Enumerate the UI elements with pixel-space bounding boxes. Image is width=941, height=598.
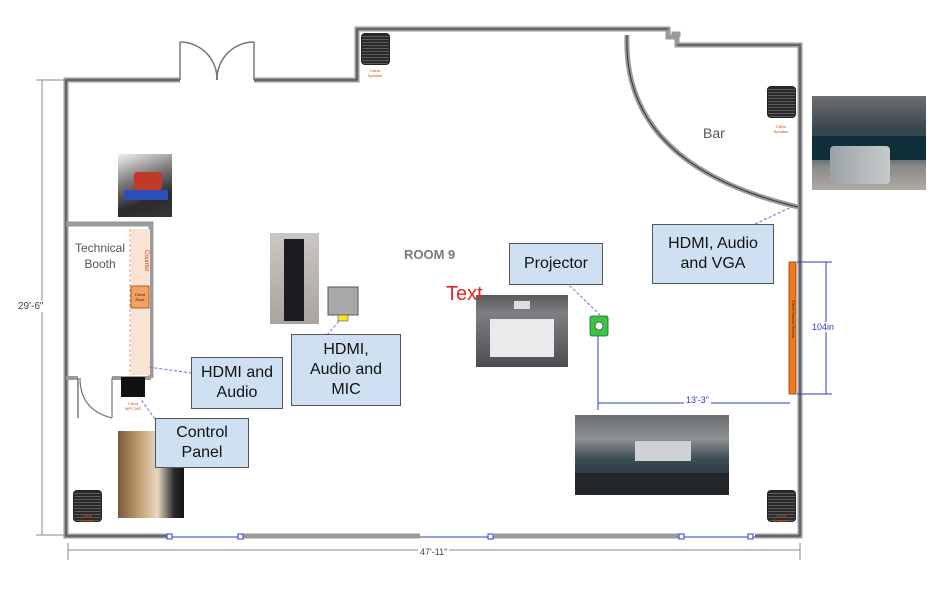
- counter-label: Counter: [143, 250, 149, 272]
- room-label: ROOM 9: [404, 247, 456, 262]
- speaker-label: Client Speaker: [773, 124, 789, 134]
- technical-booth-label: Technical Booth: [74, 241, 126, 271]
- bar-label: Bar: [703, 125, 725, 141]
- control-panel-device: [121, 377, 145, 397]
- speaker-icon: [361, 33, 390, 65]
- bar-wall: [624, 34, 799, 210]
- photo-room: [575, 415, 729, 495]
- photo-rack: [270, 233, 319, 324]
- dimension-height: 29'-6": [18, 301, 44, 312]
- speaker-label: Client Speaker: [367, 68, 383, 78]
- callout-hdmi-audio: HDMI and Audio: [191, 357, 283, 409]
- speaker-icon: [73, 490, 102, 522]
- callout-hdmi-audio-mic: HDMI, Audio and MIC: [291, 334, 401, 406]
- client-rack-label: Client Rack: [134, 292, 146, 302]
- callout-hdmi-audio-vga: HDMI, Audio and VGA: [652, 224, 774, 284]
- callout-control-panel: Control Panel: [155, 418, 249, 468]
- bottom-windows: [166, 533, 755, 540]
- speaker-icon: [767, 490, 796, 522]
- photo-screen-wall: [476, 295, 568, 367]
- photo-bar-area: [812, 96, 926, 190]
- client-mpc-label: Client MPC-MS: [124, 401, 142, 411]
- text-label: Text: [446, 283, 483, 305]
- projection-screen: [788, 261, 797, 395]
- callout-projector: Projector: [509, 243, 603, 285]
- speaker-label: Client Speaker: [79, 513, 95, 523]
- leader-lines: [139, 204, 797, 420]
- double-door: [179, 41, 255, 81]
- projector-icon: [589, 315, 609, 337]
- dimension-projector-distance: 13'-3": [684, 395, 711, 405]
- dimension-screen-width: 104in: [811, 322, 836, 332]
- speaker-icon: [767, 86, 796, 118]
- speaker-label: Client Speaker: [773, 513, 789, 523]
- dimension-width: 47'-11": [418, 547, 450, 557]
- photo-counter: [118, 154, 172, 217]
- technical-booth: [66, 221, 154, 419]
- client-equipment-box: [327, 286, 359, 322]
- screen-label: Client Manual Screen: [791, 300, 796, 339]
